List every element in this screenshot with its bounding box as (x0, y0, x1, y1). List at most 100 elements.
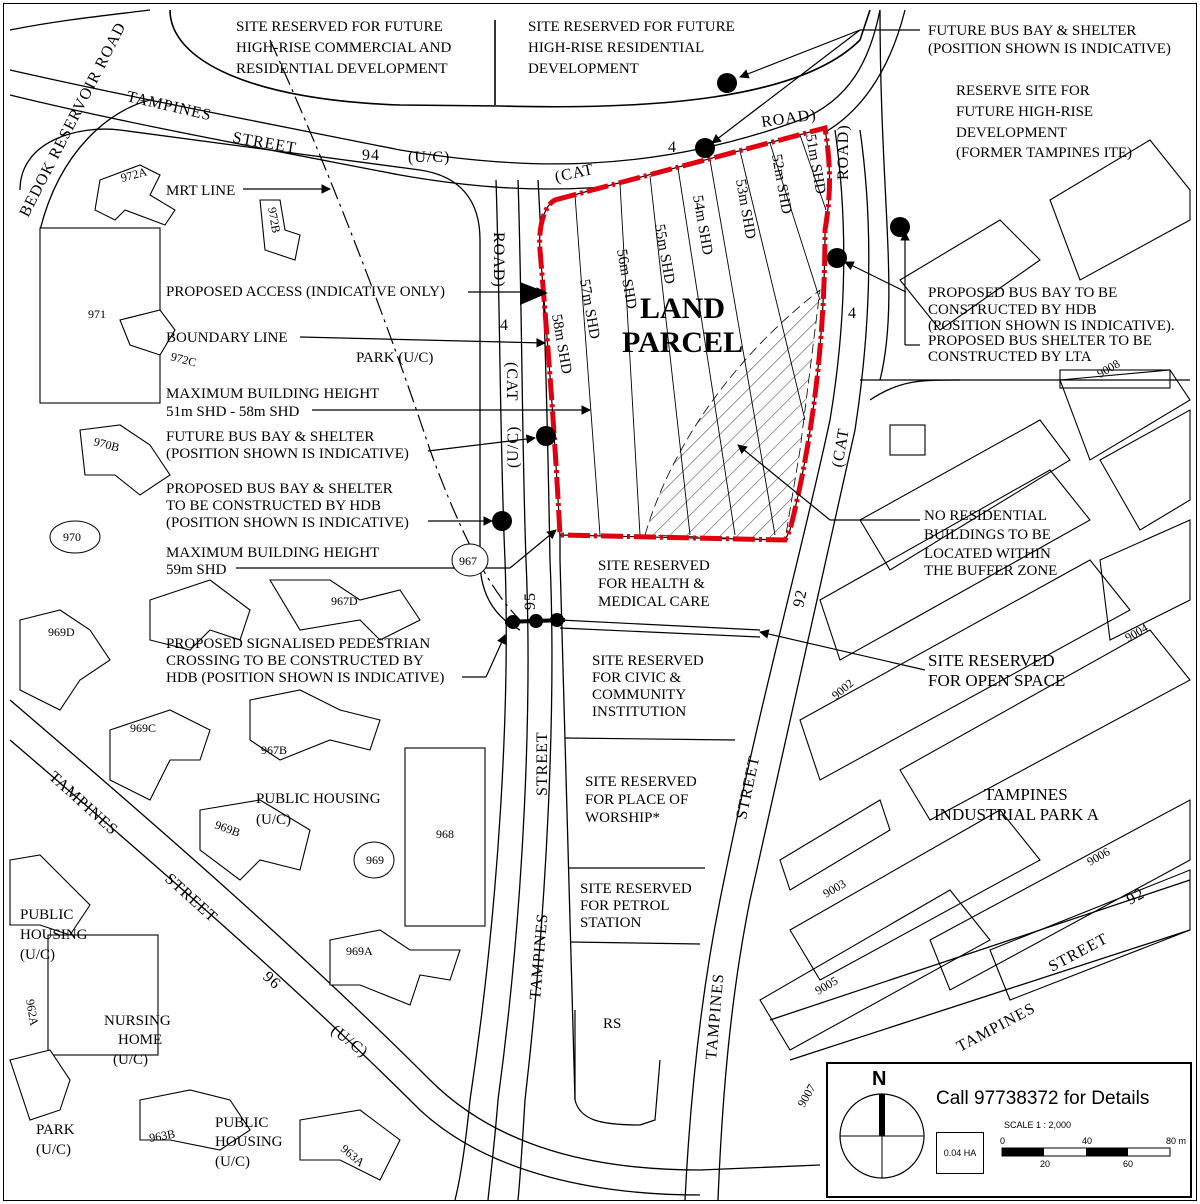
road-label-cat-left: (CAT (503, 362, 520, 402)
block-number: 962A (23, 998, 41, 1027)
label-public-housing-center: PUBLIC HOUSING(U/C) (256, 791, 381, 828)
legend-box: N Call 97738372 for Details 0.04 HA SCAL… (826, 1062, 1192, 1198)
leader-lines (236, 29, 926, 678)
road-label-96: 96 (259, 968, 284, 993)
scale-tick: 40 (1082, 1136, 1092, 1146)
scale-tick: 0 (1000, 1136, 1005, 1146)
block-number: 967 (459, 554, 477, 568)
road-label-street-92: STREET (1046, 930, 1111, 975)
scale-bar: 0 40 80 m 20 60 (1000, 1136, 1186, 1169)
block-number: 969C (130, 721, 156, 735)
bus-bay-markers (492, 73, 910, 531)
label-future-bus-bay-left: FUTURE BUS BAY & SHELTER(POSITION SHOWN … (166, 429, 409, 462)
label-mrt-line: MRT LINE (166, 183, 235, 199)
scale-tick: 20 (1040, 1159, 1050, 1169)
road-label-92-v: 92 (790, 588, 810, 609)
block-number: 970 (63, 530, 81, 544)
road-label-cat-right: (CAT (829, 427, 853, 469)
block-number: 9002 (829, 676, 856, 702)
road-label-street-94: STREET (231, 129, 298, 157)
road-label-cat-top: (CAT (553, 161, 595, 186)
road-network (9, 9, 1191, 1201)
block-number: 967B (261, 743, 287, 757)
label-park-bottom: PARK(U/C) (36, 1122, 75, 1158)
pedestrian-crossing (504, 613, 566, 629)
scale-tick: 60 (1123, 1159, 1133, 1169)
label-rs: RS (603, 1016, 621, 1032)
block-number: 9007 (794, 1082, 818, 1110)
road-label-uc-left: (U/C) (505, 426, 522, 468)
housing-blocks (9, 164, 486, 1181)
block-number: 9003 (821, 876, 849, 900)
road-label-4-top: 4 (668, 139, 677, 156)
call-text: Call 97738372 for Details (936, 1088, 1150, 1109)
north-label: N (872, 1068, 887, 1090)
block-number: 972B (265, 206, 283, 234)
block-number: 9004 (1123, 620, 1151, 644)
access-arrow (520, 282, 548, 305)
road-label-4-right: 4 (848, 305, 857, 322)
block-number: 971 (88, 307, 106, 321)
block-number: 9008 (1095, 356, 1123, 380)
road-label-4-left: 4 (500, 317, 509, 334)
parcel-boundary (537, 124, 833, 543)
block-number: 967D (331, 594, 358, 608)
road-label-street-96: STREET (161, 870, 220, 926)
land-parcel (537, 124, 833, 543)
road-label-tampines-95: TAMPINES (527, 912, 551, 1000)
block-number: 969D (48, 625, 75, 639)
road-label-uc-96: (U/C) (328, 1022, 372, 1061)
road-label-road-right: ROAD) (835, 124, 852, 180)
block-number: 970B (92, 434, 121, 454)
area-box: 0.04 HA (936, 1132, 984, 1174)
industrial-blocks (759, 139, 1191, 1051)
label-proposed-access: PROPOSED ACCESS (INDICATIVE ONLY) (166, 284, 445, 300)
block-number: 963B (148, 1127, 176, 1145)
block-number: 969 (366, 853, 384, 867)
road-label-uc-94: (U/C) (408, 149, 450, 166)
road-label-tampines-92v: TAMPINES (703, 972, 727, 1060)
road-label-tampines-92: TAMPINES (954, 1000, 1039, 1056)
block-number: 972C (169, 349, 198, 369)
north-arrow-icon (839, 1093, 925, 1179)
road-label-street-92v: STREET (733, 754, 763, 821)
road-label-95: 95 (522, 592, 539, 610)
label-boundary-line: BOUNDARY LINE (166, 330, 288, 346)
block-number: 969A (346, 944, 373, 958)
area-label: 0.04 HA (943, 1148, 977, 1158)
road-label-94: 94 (362, 147, 380, 164)
block-number: 9005 (813, 973, 841, 997)
road-label-92: 92 (1124, 885, 1148, 908)
road-label-tampines-94: TAMPINES (125, 88, 213, 124)
reserved-sites (559, 619, 761, 1126)
scale-tick: 80 m (1166, 1136, 1186, 1146)
mrt-line (269, 39, 521, 621)
label-future-bus-bay-top: FUTURE BUS BAY & SHELTER(POSITION SHOWN … (928, 23, 1171, 57)
scale-text: SCALE 1 : 2,000 (1004, 1120, 1072, 1130)
block-number: 972A (119, 164, 149, 185)
block-number: 9006 (1085, 844, 1113, 868)
label-park-uc: PARK (U/C) (356, 350, 433, 366)
top-site-boundaries (169, 9, 871, 108)
road-label-road-top: ROAD) (760, 106, 817, 131)
road-label-street-95: STREET (534, 731, 551, 796)
